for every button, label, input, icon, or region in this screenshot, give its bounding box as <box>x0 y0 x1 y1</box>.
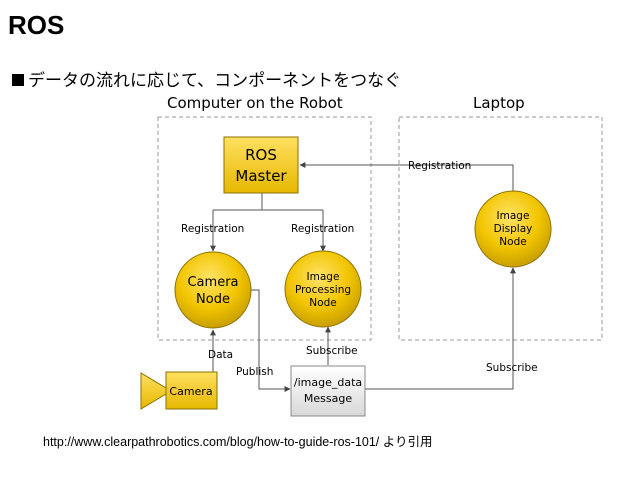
laptop-group-box <box>398 116 603 341</box>
camera-node-label-line2: Node <box>196 292 230 307</box>
image-display-label-line3: Node <box>499 236 526 248</box>
publish-edge <box>251 289 291 392</box>
ros-master-label-line2: Master <box>235 167 287 185</box>
image-processing-node <box>284 250 362 328</box>
bullet-text: データの流れに応じて、コンポーネントをつなぐ <box>28 71 402 91</box>
group-label-laptop: Laptop <box>473 94 525 112</box>
image-display-node <box>474 190 552 268</box>
camera-device <box>165 371 218 410</box>
source-citation: http://www.clearpathrobotics.com/blog/ho… <box>43 435 433 449</box>
bullet-square-icon <box>12 74 24 86</box>
label-registration-camera: Registration <box>181 223 244 235</box>
label-registration-processing: Registration <box>291 223 354 235</box>
slide-title: ROS <box>8 10 65 40</box>
camera-node-label-line1: Camera <box>187 275 238 290</box>
image-processing-label-line1: Image <box>307 271 340 283</box>
camera-lens-icon <box>140 372 172 410</box>
image-data-topic-line2: Message <box>304 392 352 405</box>
ros-master-label-line1: ROS <box>245 146 277 164</box>
label-data: Data <box>208 349 233 361</box>
label-subscribe-processing: Subscribe <box>306 345 358 357</box>
subscribe-display-edge <box>365 267 516 390</box>
image-processing-label-line2: Processing <box>295 284 351 296</box>
registration-laptop-edge <box>299 162 514 193</box>
bullet-item: データの流れに応じて、コンポーネントをつなぐ <box>12 66 401 91</box>
camera-node <box>174 251 252 329</box>
image-processing-label-line3: Node <box>309 297 336 309</box>
image-display-label-line1: Image <box>497 210 530 222</box>
label-registration-laptop: Registration <box>408 160 471 172</box>
image-display-label-line2: Display <box>494 223 533 235</box>
robot-group-box <box>157 116 372 341</box>
label-publish: Publish <box>236 366 273 378</box>
ros-master-node <box>223 136 299 194</box>
image-data-topic-line1: /image_data <box>294 376 362 389</box>
camera-device-label: Camera <box>169 385 212 398</box>
label-subscribe-display: Subscribe <box>486 362 538 374</box>
group-label-robot: Computer on the Robot <box>167 94 343 112</box>
image-data-topic <box>290 365 366 417</box>
